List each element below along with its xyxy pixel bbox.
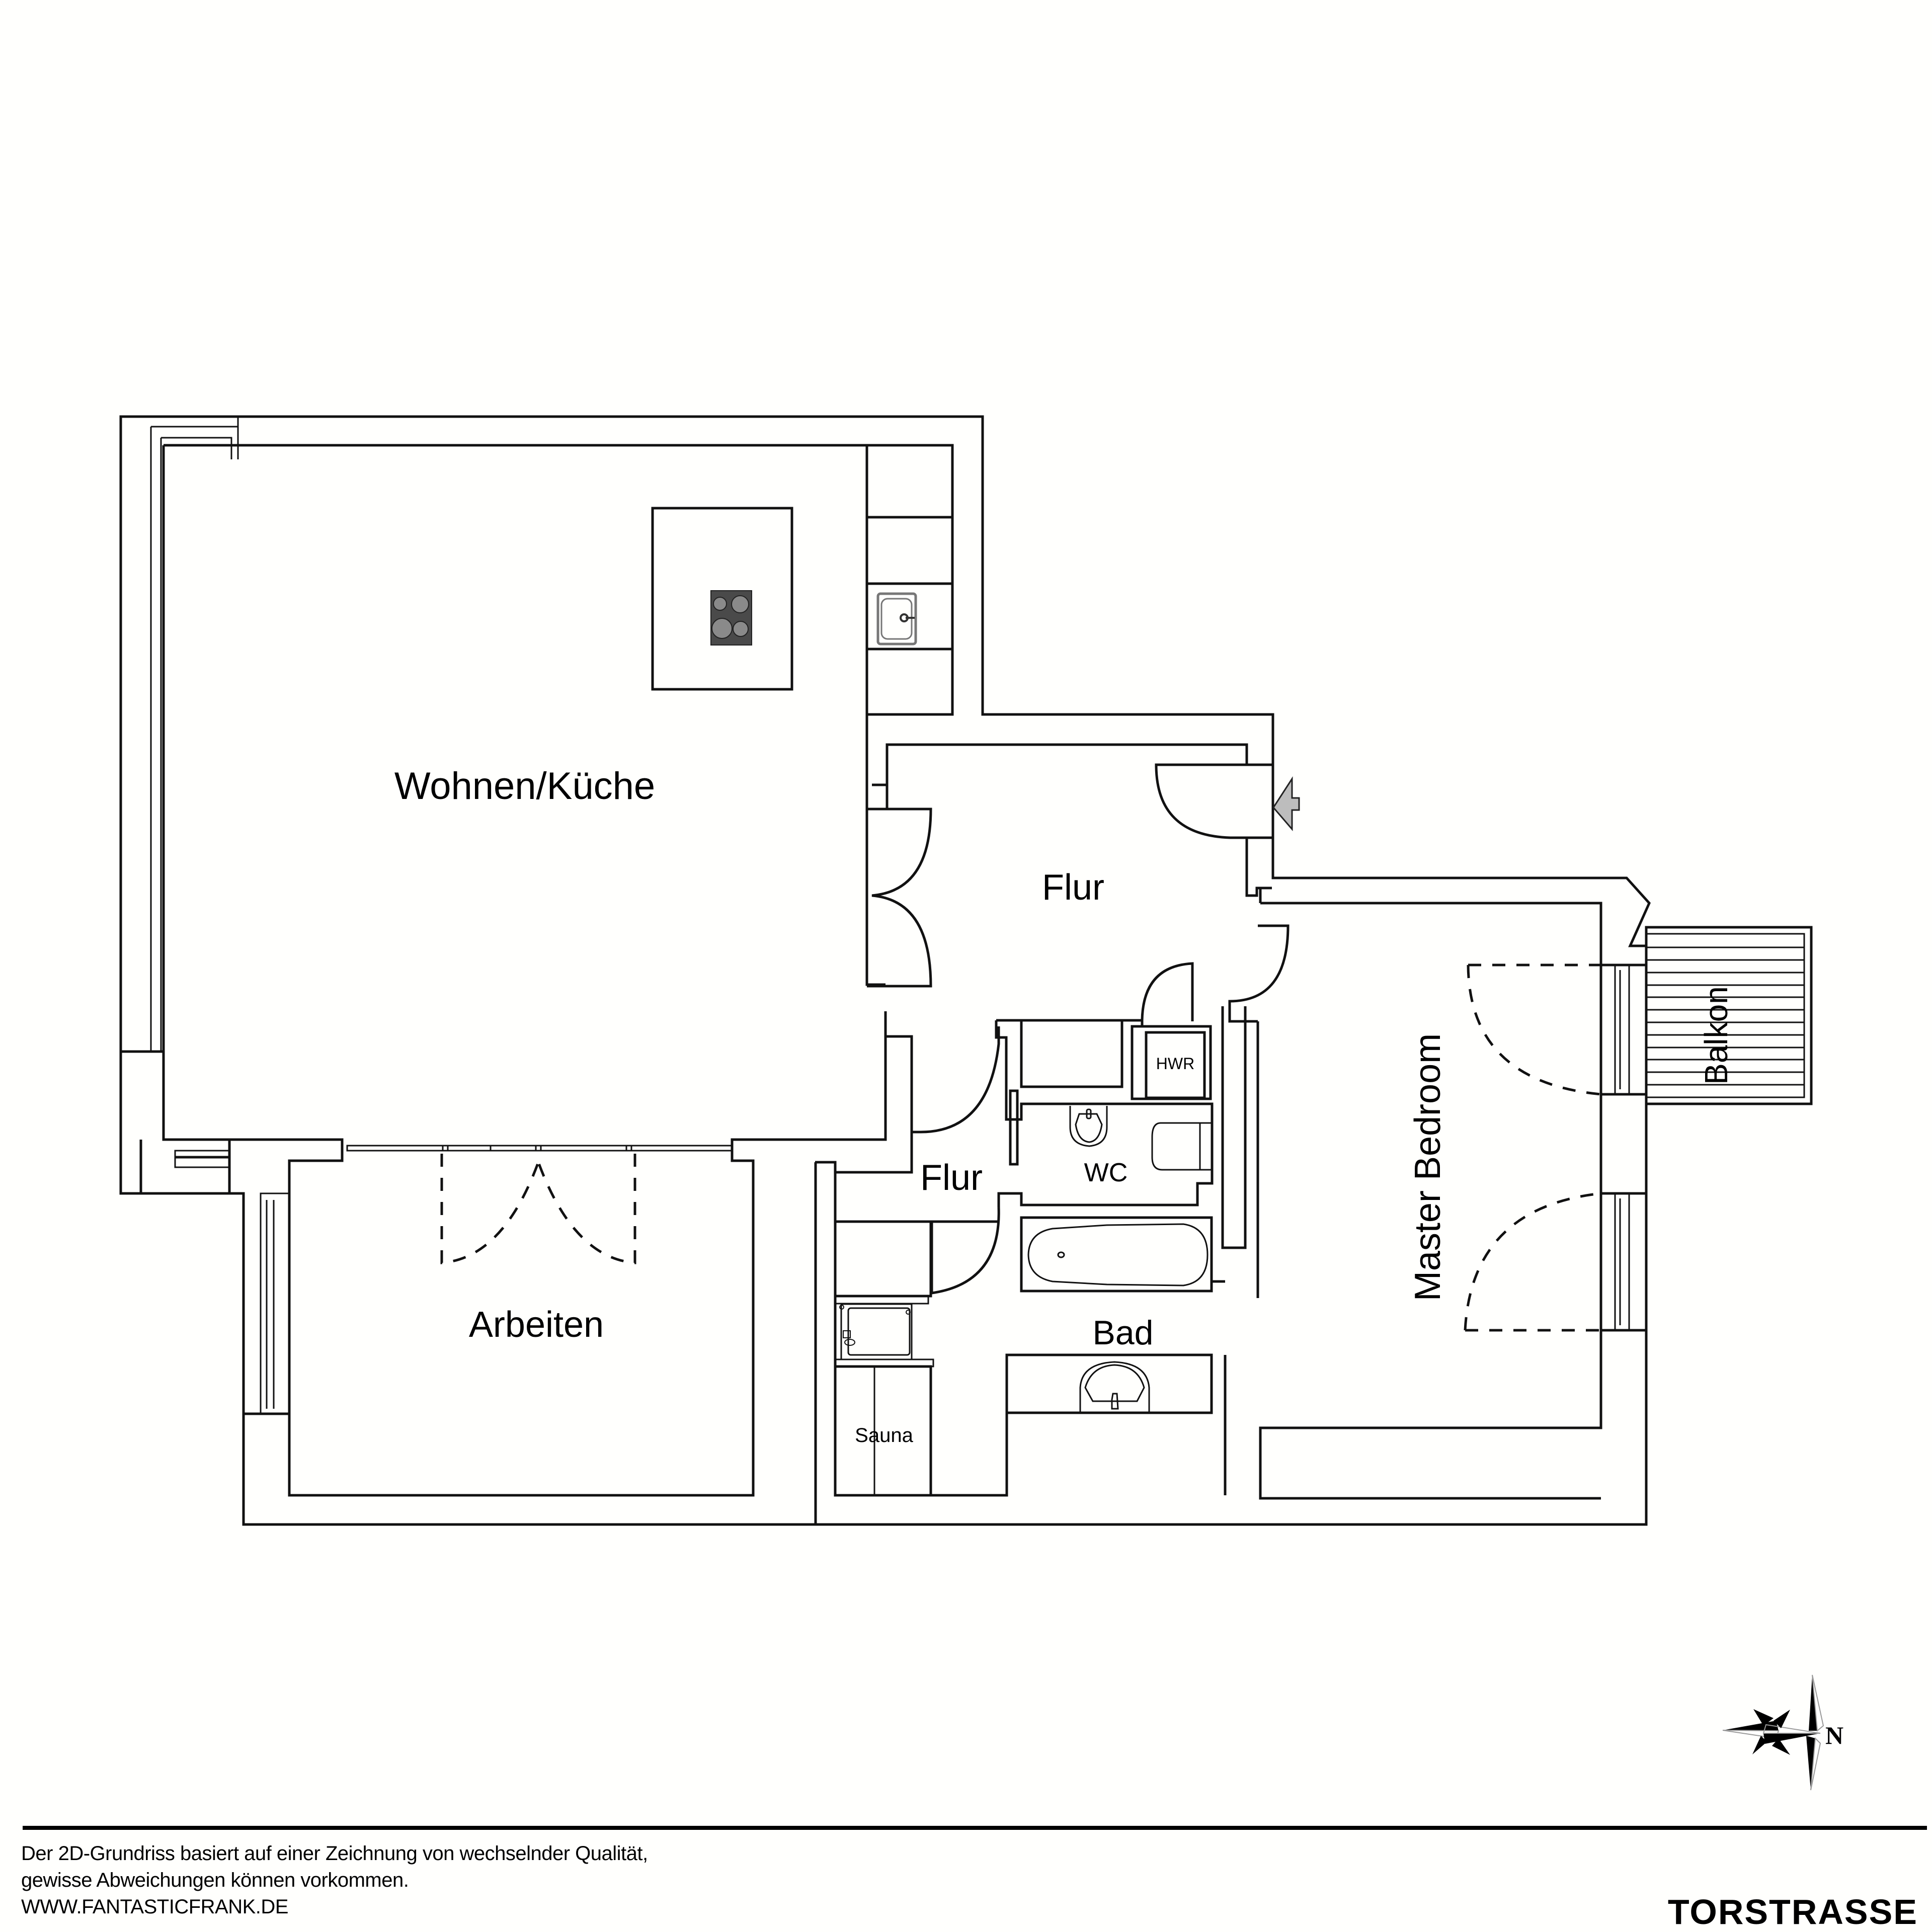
upper-hallway-walls <box>867 745 1602 1500</box>
core-walls <box>814 924 1290 1524</box>
kitchen-sink-icon <box>876 592 917 646</box>
cooktop-icon <box>710 590 752 646</box>
washbasin-icon <box>1069 1106 1108 1147</box>
room-label-master-bedroom: Master Bedroom <box>1408 1033 1448 1301</box>
compass-north-label: N <box>1825 1721 1843 1749</box>
room-label-sauna: Sauna <box>855 1424 913 1446</box>
sauna-heater-icon <box>839 1303 913 1360</box>
room-label-flur-upper: Flur <box>1042 867 1104 908</box>
footer-divider <box>23 1826 1927 1830</box>
toilet-icon <box>1151 1122 1212 1171</box>
disclaimer-line-2: gewisse Abweichungen können vorkommen. <box>21 1869 409 1891</box>
street-name: TORSTRASSE <box>1667 1892 1918 1931</box>
arbeiten-doors <box>346 1145 733 1264</box>
room-label-wohnen-kueche: Wohnen/Küche <box>394 765 655 808</box>
bedroom-windows <box>1464 963 1646 1332</box>
website-link[interactable]: WWW.FANTASTICFRANK.DE <box>21 1896 288 1918</box>
disclaimer: Der 2D-Grundriss basiert auf einer Zeich… <box>21 1840 648 1920</box>
washbasin-icon <box>1079 1361 1150 1413</box>
room-label-balkon: Balkon <box>1698 986 1734 1085</box>
compass-rose-icon <box>1722 1674 1824 1791</box>
kitchen-counter <box>865 444 954 716</box>
entrance-arrow-icon <box>1272 776 1300 832</box>
room-label-bad: Bad <box>1093 1314 1154 1352</box>
room-label-hwr: HWR <box>1156 1055 1194 1073</box>
bathtub-icon <box>1027 1223 1209 1286</box>
room-label-arbeiten: Arbeiten <box>469 1305 604 1345</box>
kitchen-island <box>651 507 793 691</box>
disclaimer-line-1: Der 2D-Grundriss basiert auf einer Zeich… <box>21 1842 648 1865</box>
balcony <box>1645 926 1813 1105</box>
room-label-flur-lower: Flur <box>920 1158 983 1198</box>
room-label-wc: WC <box>1084 1158 1128 1187</box>
